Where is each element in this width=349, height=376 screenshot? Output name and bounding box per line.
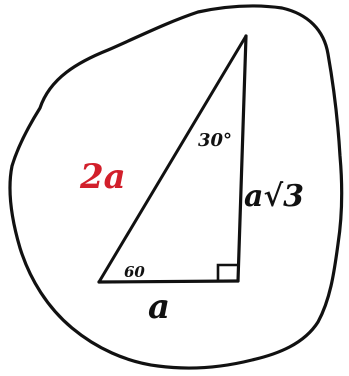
vertical-side-label: a√3 — [244, 179, 304, 214]
bottom-left-angle-label: 60 — [124, 263, 145, 281]
hypotenuse-line — [97, 34, 248, 284]
hypotenuse-label: 2a — [79, 157, 126, 197]
vertical-side-line — [236, 34, 248, 283]
top-angle-label: 30° — [198, 130, 232, 151]
right-angle-marker — [216, 263, 238, 281]
base-line — [97, 279, 240, 284]
outline-blob — [8, 4, 344, 370]
base-label: a — [148, 287, 170, 327]
